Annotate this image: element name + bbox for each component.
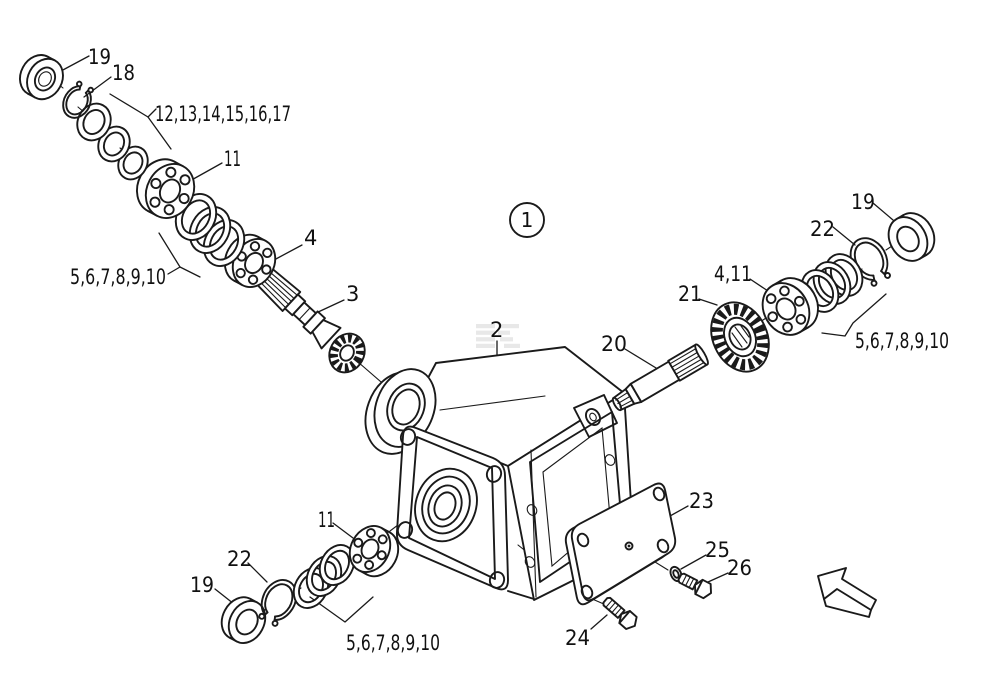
label-seal-right: 19 bbox=[851, 190, 875, 214]
bracket-ring-group-left bbox=[158, 232, 201, 278]
label-housing: 2 bbox=[490, 318, 503, 342]
label-snap-ring-top: 18 bbox=[112, 61, 135, 85]
label-ring-group-right: 5,6,7,8,9,10 bbox=[855, 329, 949, 353]
snap-ring-right bbox=[849, 237, 891, 287]
label-ring-group-left: 5,6,7,8,9,10 bbox=[70, 265, 166, 289]
label-bearing-right: 4,11 bbox=[714, 262, 752, 286]
pinion-gear-teeth bbox=[328, 332, 366, 374]
bore-opening bbox=[414, 467, 478, 543]
label-lock-washer: 25 bbox=[705, 538, 730, 562]
cover-plate bbox=[564, 482, 677, 606]
ball-bearing-front bbox=[223, 233, 277, 288]
label-cover-plate: 23 bbox=[689, 489, 714, 513]
label-bolt-side: 26 bbox=[727, 556, 752, 580]
balloon-1: 1 bbox=[509, 202, 545, 238]
label-output-shaft: 20 bbox=[601, 332, 627, 356]
snap-ring-top bbox=[62, 80, 94, 119]
output-shaft bbox=[611, 343, 709, 412]
label-seal-top: 19 bbox=[88, 45, 111, 69]
seal-right bbox=[887, 212, 936, 262]
label-bearing-top: 11 bbox=[224, 147, 241, 171]
part-labels: 19 18 12,13,14,15,16,17 11 5,6,7,8,9,10 … bbox=[70, 45, 949, 655]
bevel-gear bbox=[710, 301, 770, 373]
bracket-ring-group-bottom bbox=[309, 596, 374, 623]
label-bearing-front: 4 bbox=[304, 226, 317, 250]
ball-bearing-top bbox=[136, 158, 196, 219]
direction-arrow-icon bbox=[817, 567, 877, 618]
label-seal-bottom: 19 bbox=[190, 573, 214, 597]
label-snap-ring-right: 22 bbox=[810, 217, 835, 241]
bracket-shim-group bbox=[109, 93, 172, 150]
label-shim-group: 12,13,14,15,16,17 bbox=[155, 102, 291, 126]
side-bolt bbox=[677, 572, 712, 600]
label-bolt-cover: 24 bbox=[565, 626, 590, 650]
ball-bearing-bottom bbox=[348, 525, 400, 578]
balloon-number: 1 bbox=[521, 208, 534, 232]
shaft-bore-ear bbox=[573, 394, 618, 438]
bracket-ring-group-right bbox=[821, 293, 887, 337]
seal-top bbox=[19, 54, 64, 101]
snap-ring-bottom bbox=[258, 579, 298, 627]
ring-stack-bottom bbox=[292, 544, 356, 609]
label-bearing-bottom: 11 bbox=[318, 508, 335, 532]
label-ring-group-bottom: 5,6,7,8,9,10 bbox=[346, 631, 440, 655]
mounting-flange bbox=[396, 425, 509, 591]
label-snap-ring-bottom: 22 bbox=[227, 547, 252, 571]
label-bevel-gear: 21 bbox=[678, 282, 702, 306]
cover-bolt bbox=[602, 596, 638, 630]
watermark-logo bbox=[476, 324, 520, 348]
ball-bearing-right bbox=[761, 277, 819, 336]
label-pinion-shaft: 3 bbox=[346, 282, 359, 306]
seal-bottom bbox=[220, 596, 267, 644]
